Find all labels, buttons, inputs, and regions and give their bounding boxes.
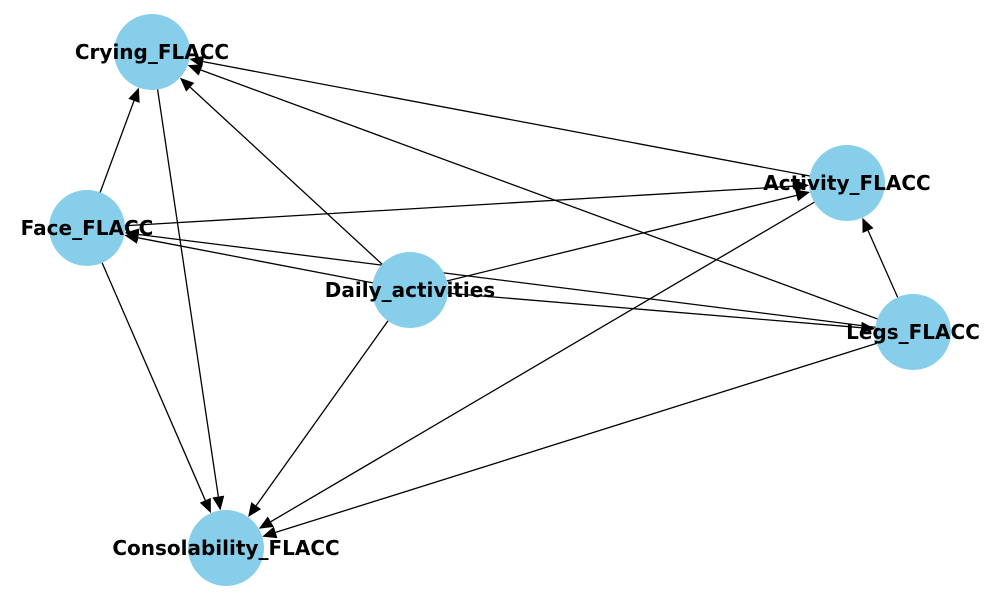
- arrowhead-icon: [128, 87, 140, 103]
- edge-group: [86, 51, 914, 539]
- node-label: Crying_FLACC: [75, 40, 229, 64]
- arrowhead-icon: [187, 64, 203, 76]
- edge-line: [275, 331, 914, 534]
- node-circle: [188, 510, 264, 586]
- edge-legs-to-consol: [262, 331, 914, 539]
- edge-daily-to-activity: [409, 189, 811, 291]
- arrowhead-icon: [199, 497, 211, 514]
- node-circle: [114, 14, 190, 90]
- edge-legs-to-crying: [187, 64, 914, 333]
- arrowhead-icon: [795, 189, 811, 202]
- edge-line: [255, 289, 411, 507]
- node-label: Face_FLACC: [21, 216, 154, 240]
- edge-daily-to-crying: [179, 77, 411, 291]
- edge-line: [270, 182, 848, 523]
- node-circle: [49, 190, 125, 266]
- node-label: Consolability_FLACC: [112, 536, 339, 560]
- arrowhead-icon: [124, 228, 140, 241]
- edge-activity-to-consol: [258, 182, 848, 529]
- edge-line: [137, 237, 411, 291]
- edge-line: [138, 233, 914, 333]
- node-daily: Daily_activities: [325, 252, 495, 328]
- arrowhead-icon: [248, 502, 262, 518]
- node-circle: [372, 252, 448, 328]
- edge-line: [202, 60, 848, 184]
- edge-legs-to-face: [124, 228, 914, 333]
- edge-daily-to-legs: [409, 289, 876, 334]
- node-label: Daily_activities: [325, 278, 495, 302]
- arrowhead-icon: [262, 526, 278, 539]
- edge-face-to-consol: [86, 227, 211, 514]
- node-label: Legs_FLACC: [846, 320, 980, 344]
- node-legs: Legs_FLACC: [846, 294, 980, 370]
- node-circle: [809, 145, 885, 221]
- node-face: Face_FLACC: [21, 190, 154, 266]
- arrowhead-icon: [794, 180, 810, 193]
- arrowhead-icon: [258, 516, 274, 529]
- edge-crying-to-consol: [151, 51, 225, 511]
- edge-line: [409, 194, 797, 291]
- arrowhead-icon: [179, 77, 195, 92]
- edge-line: [200, 69, 914, 333]
- edge-line: [189, 86, 411, 291]
- edge-line: [151, 51, 219, 497]
- node-label: Activity_FLACC: [763, 171, 930, 195]
- edge-activity-to-crying: [189, 55, 848, 184]
- arrowhead-icon: [212, 495, 225, 511]
- arrowhead-icon: [862, 217, 874, 233]
- node-consol: Consolability_FLACC: [112, 510, 340, 586]
- node-group: Crying_FLACC Activity_FLACC Face_FLACC Dail…: [21, 14, 980, 586]
- edge-line: [86, 227, 206, 501]
- edge-daily-to-consol: [248, 289, 411, 518]
- edge-face-to-activity: [86, 180, 810, 229]
- edge-line: [409, 289, 862, 329]
- node-crying: Crying_FLACC: [75, 14, 229, 90]
- edge-line: [86, 185, 796, 229]
- node-circle: [875, 294, 951, 370]
- arrowhead-icon: [860, 321, 876, 334]
- node-activity: Activity_FLACC: [763, 145, 931, 221]
